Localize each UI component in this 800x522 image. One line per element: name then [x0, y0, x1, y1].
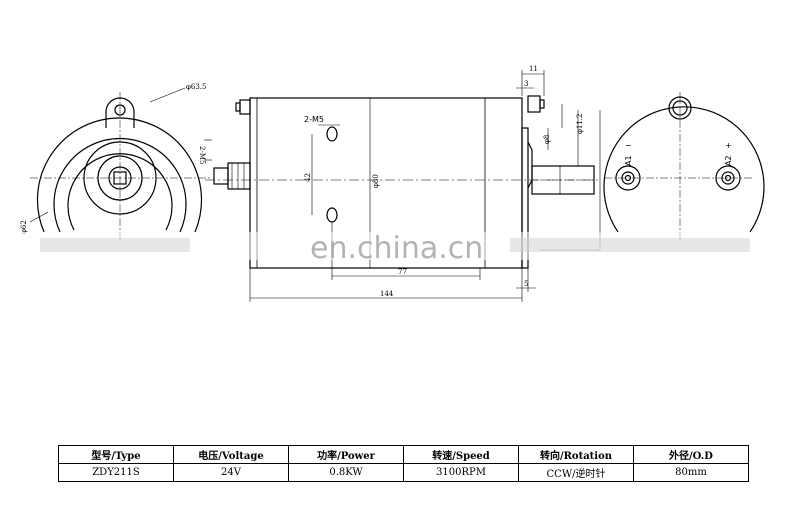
header-type: 型号/Type: [58, 445, 174, 464]
header-voltage: 电压/Voltage: [173, 445, 289, 464]
terminal-stud: [227, 162, 251, 190]
value-speed: 3100RPM: [403, 463, 519, 482]
header-speed: 转速/Speed: [403, 445, 519, 464]
header-rotation: 转向/Rotation: [518, 445, 634, 464]
side-view: [205, 70, 601, 302]
spec-value-row: ZDY211S 24V 0.8KW 3100RPM CCW/逆时针 80mm: [58, 463, 749, 482]
left-end-bolt: [239, 99, 251, 115]
value-voltage: 24V: [173, 463, 289, 482]
side-len-5: 5: [524, 280, 528, 288]
front-outer-circle: [36, 117, 203, 233]
value-power: 0.8KW: [288, 463, 404, 482]
side-len-144: 144: [380, 290, 394, 298]
terminal-a2-label: A2: [724, 155, 733, 166]
terminal-minus-label: −: [625, 141, 632, 150]
front-view: [29, 87, 212, 240]
side-hole-label: 2-M5: [304, 115, 324, 124]
side-len-77: 77: [398, 268, 407, 276]
rear-view: [603, 92, 765, 240]
front-dia-label: φ63.5: [186, 83, 207, 91]
front-dia2-label: φ62: [20, 220, 28, 234]
side-body-dia-label: φ80: [372, 174, 380, 188]
side-spacing-label: 42: [304, 173, 312, 182]
spec-header-row: 型号/Type 电压/Voltage 功率/Power 转速/Speed 转向/…: [58, 445, 749, 464]
header-power: 功率/Power: [288, 445, 404, 464]
side-shaft-dia-label: φ8: [543, 135, 551, 144]
watermark-band: [0, 232, 800, 260]
terminal-a1-label: A1: [624, 155, 633, 166]
value-od: 80mm: [633, 463, 749, 482]
spec-table: 型号/Type 电压/Voltage 功率/Power 转速/Speed 转向/…: [58, 445, 749, 482]
watermark-text: en.china.cn: [310, 231, 483, 266]
terminal-plus-label: +: [725, 141, 732, 150]
mount-hole-bottom: [326, 207, 338, 223]
rear-top-hole-inner: [672, 100, 688, 116]
side-len-3: 3: [524, 80, 528, 88]
value-rotation: CCW/逆时针: [518, 463, 634, 482]
value-type: ZDY211S: [58, 463, 174, 482]
technical-drawing: φ63.5 φ62 2-M5: [0, 65, 800, 302]
mount-hole-top: [326, 126, 338, 142]
side-flat-label: φ11.2: [576, 114, 584, 135]
right-flange: [521, 127, 529, 269]
header-od: 外径/O.D: [633, 445, 749, 464]
front-mount-hole: [114, 104, 126, 116]
side-len-11: 11: [529, 65, 538, 73]
rear-outer-circle: [603, 106, 765, 233]
right-top-bolt: [527, 95, 541, 113]
front-shaft-label: 2-M5: [198, 146, 206, 164]
